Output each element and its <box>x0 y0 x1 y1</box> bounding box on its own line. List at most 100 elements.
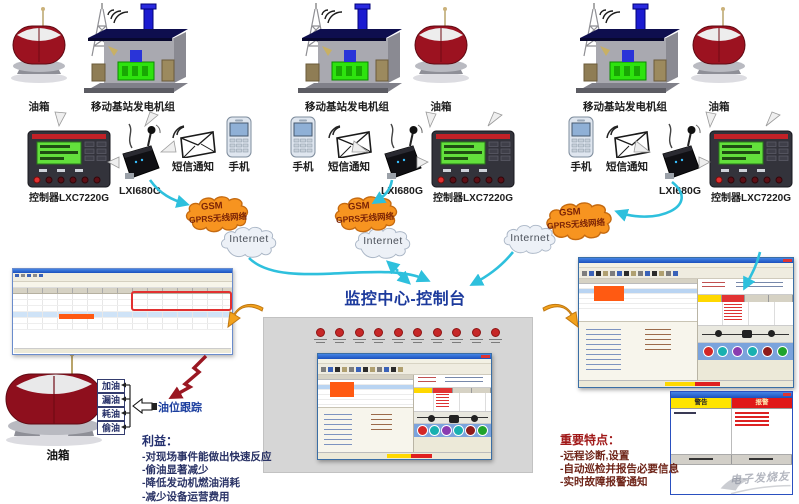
records-pane <box>318 375 415 452</box>
mobile-phone: 手机 <box>224 116 254 174</box>
base-station: 移动基站发电机组 <box>288 2 406 114</box>
status-indicator <box>450 328 464 343</box>
features-title: 重要特点： <box>560 433 621 447</box>
signal-waves-icon <box>321 9 343 24</box>
status-indicator <box>488 328 502 343</box>
alarm-cell <box>594 286 624 301</box>
toolbar <box>318 364 491 375</box>
tank-label: 油箱 <box>430 101 452 113</box>
alarm-list <box>732 409 792 454</box>
fuel-level-tracking-label: 油位跟踪 <box>158 402 202 414</box>
cluster-device-row: 控制器LXC7220G LXI680G <box>566 116 799 204</box>
signal-waves-icon <box>107 9 129 24</box>
control-button-row <box>697 342 793 360</box>
controller-icon <box>431 130 515 188</box>
status-indicator <box>391 328 405 343</box>
benefits-block: 利益： -对现场事件能做出快速反应 -偷油显著减少 -降低发动机燃油消耗 -减少… <box>142 432 302 504</box>
window-titlebar <box>318 354 491 359</box>
alarm-summary-window: 警告 报警 <box>670 391 793 495</box>
sms-envelope-icon <box>172 125 216 158</box>
controller-label: 控制器LXC7220G <box>710 193 792 204</box>
records-list-window <box>12 268 233 355</box>
warning-column-header: 警告 <box>671 398 732 408</box>
site-cluster-middle: 油箱 <box>288 2 526 212</box>
fuel-tank-icon <box>11 7 67 83</box>
cluster-device-row: 控制器LXC7220G LXI680G <box>288 116 526 204</box>
gprs-modem-icon <box>662 123 701 179</box>
controller-label: 控制器LXC7220G <box>432 193 514 204</box>
phone-label: 手机 <box>228 161 250 173</box>
fuel-event-leak: 漏油 <box>97 393 125 407</box>
status-header-row <box>697 295 793 303</box>
internet-cloud: Internet <box>351 224 415 264</box>
status-pane <box>414 375 492 452</box>
fuel-events-bracket <box>126 384 131 428</box>
status-indicator <box>372 328 386 343</box>
benefit-item: -减少设备运营费用 <box>142 490 230 503</box>
base-station: 移动基站发电机组 <box>566 2 684 114</box>
window-titlebar <box>579 258 793 263</box>
status-cells <box>414 392 491 412</box>
sms-notification: 短信通知 <box>324 124 374 174</box>
station-label: 移动基站发电机组 <box>583 101 667 113</box>
window-titlebar <box>671 392 792 398</box>
cluster-device-row: 控制器LXC7220G LXI680G <box>0 116 256 204</box>
table-row <box>13 300 232 306</box>
internet-label: Internet <box>510 232 550 244</box>
menu-bar <box>318 359 491 364</box>
status-cells <box>697 302 793 327</box>
station-label: 移动基站发电机组 <box>305 101 389 113</box>
controller: 控制器LXC7220G <box>708 130 794 204</box>
station-label: 移动基站发电机组 <box>91 101 175 113</box>
table-row-selected <box>13 312 232 318</box>
status-indicator <box>333 328 347 343</box>
phone-label: 手机 <box>292 161 314 173</box>
status-header-row <box>414 387 492 393</box>
records-pane <box>579 279 698 380</box>
internet-label: Internet <box>363 235 403 247</box>
close-icon <box>783 259 792 262</box>
single-line-diagram <box>414 411 491 425</box>
tank-label: 油箱 <box>708 101 730 113</box>
toolbar <box>579 268 793 279</box>
internet-label: Internet <box>229 233 269 245</box>
gprs-modem: LXI680G <box>118 122 162 197</box>
fuel-tank-large-icon <box>5 351 103 446</box>
gsm-gprs-cloud: GSM GPRS无线网络 <box>183 195 251 233</box>
status-pane <box>697 279 793 380</box>
toolbar <box>13 273 232 282</box>
right-monitor-window <box>578 257 794 388</box>
detail-form <box>318 408 414 452</box>
benefit-item: -降低发动机燃油消耗 <box>142 477 240 490</box>
cluster-top-row: 油箱 <box>0 2 256 114</box>
single-line-diagram <box>697 326 793 343</box>
mobile-phone-icon <box>290 116 316 158</box>
records-table <box>579 279 697 323</box>
status-indicator <box>314 328 327 343</box>
table-row <box>13 324 232 330</box>
status-indicator <box>411 328 425 343</box>
controller: 控制器LXC7220G <box>26 130 112 204</box>
field-grid <box>697 279 793 296</box>
feature-item: -远程诊断,设置 <box>560 450 630 462</box>
benefit-item: -偷油显著减少 <box>142 464 209 477</box>
close-icon <box>481 355 490 358</box>
highlight-outline <box>131 291 232 311</box>
gprs-modem: LXI680G <box>380 122 424 197</box>
gprs-modem: LXI680G <box>658 122 702 197</box>
watermark: 电子发烧友 <box>715 459 797 498</box>
table-row <box>13 306 232 312</box>
feature-item: -自动巡检并报告必要信息 <box>560 463 679 476</box>
base-station: 移动基站发电机组 <box>74 2 192 114</box>
fuel-tank: 油箱 <box>410 4 472 114</box>
tank-label: 油箱 <box>28 101 50 113</box>
warning-list <box>671 409 732 454</box>
fuel-trend-arrow <box>168 354 208 399</box>
fuel-tank: 油箱 <box>8 4 70 114</box>
table-row <box>13 294 232 300</box>
status-bar <box>318 452 491 459</box>
sms-label: 短信通知 <box>328 161 370 173</box>
mobile-phone: 手机 <box>288 116 318 174</box>
fuel-tank-icon <box>413 7 469 83</box>
fuel-tank-icon <box>691 7 747 83</box>
